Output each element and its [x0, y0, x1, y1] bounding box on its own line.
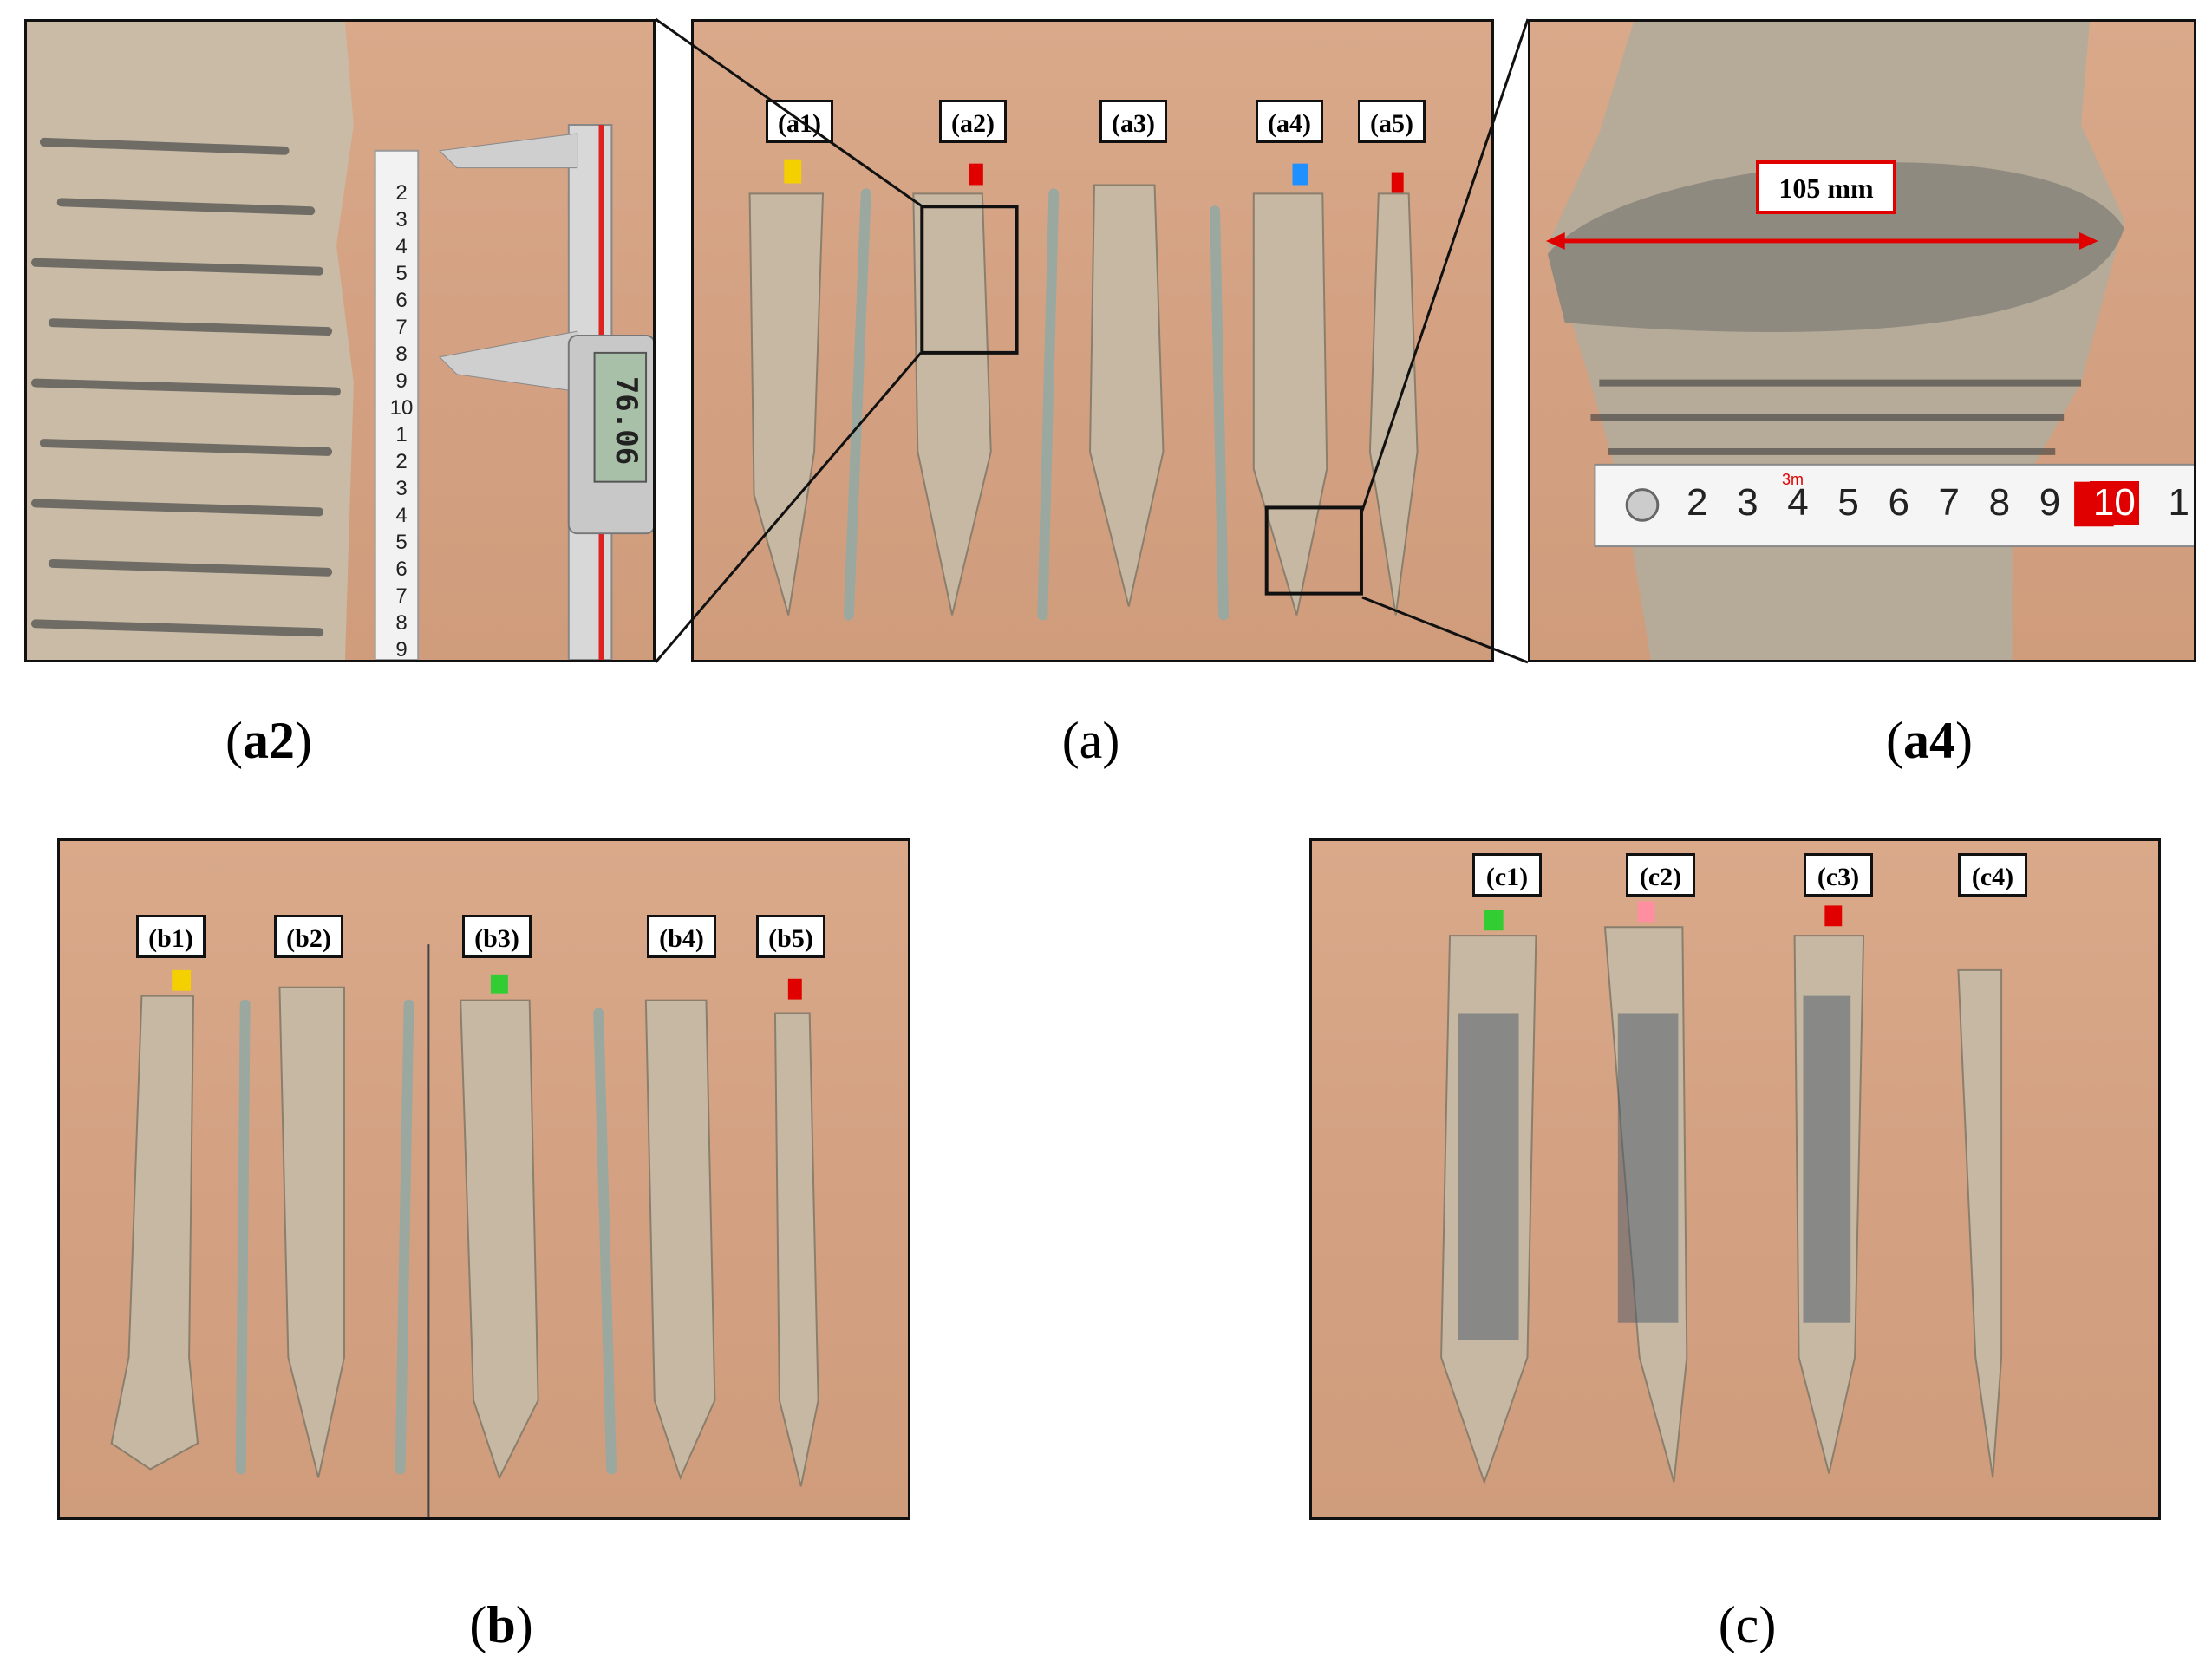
inset-a4-photo: 105 mm 2 3 4 5 6 7 8 9 10 1 3m [1528, 19, 2196, 662]
ruler-number: 1 [395, 423, 408, 447]
caption-c: (c) [1718, 1596, 1777, 1653]
label-a1: (a1) [766, 100, 833, 143]
tape-number: 2 [1687, 481, 1708, 524]
ruler-number: 2 [395, 181, 408, 205]
label-a5: (a5) [1358, 100, 1426, 143]
panel-c-illustration [1440, 901, 2003, 1485]
tape-number: 3 [1737, 481, 1759, 524]
tape-number: 5 [1837, 481, 1859, 524]
tape-number: 4 [1787, 481, 1809, 524]
ruler-number: 10 [389, 396, 414, 420]
tape-number: 8 [1988, 481, 2011, 524]
caption-a4-text: a4 [1903, 712, 1955, 769]
ruler-number: 9 [395, 369, 408, 393]
panel-c-photo: (c1) (c2) (c3) (c4) [1309, 838, 2161, 1520]
ruler-number: 8 [395, 342, 408, 366]
ruler-number: 8 [395, 611, 408, 635]
label-b2: (b2) [274, 915, 343, 958]
tape-number: 7 [1938, 481, 1961, 524]
label-a4: (a4) [1256, 100, 1323, 143]
ruler-number: 7 [395, 584, 408, 608]
ruler-number: 4 [395, 504, 408, 527]
inset-a2-illustration [27, 22, 653, 660]
label-c4: (c4) [1958, 853, 2027, 897]
panel-b-illustration [110, 944, 819, 1517]
caption-a: (a) [1061, 712, 1120, 769]
ruler-number: 6 [395, 289, 408, 312]
tape-number: 9 [2039, 481, 2061, 524]
ruler-number: 2 [395, 450, 408, 473]
label-b4: (b4) [647, 915, 716, 958]
caption-b-text: b [486, 1596, 516, 1653]
tape-numbers: 2 3 4 5 6 7 8 9 10 1 [1687, 481, 2189, 525]
label-a2: (a2) [939, 100, 1007, 143]
tape-unit: 3m [1782, 471, 1804, 488]
dimension-label-105mm: 105 mm [1756, 160, 1896, 214]
ruler-numbers: 2 3 4 5 6 7 8 9 10 1 2 3 4 5 6 7 8 9 [384, 179, 419, 662]
label-b5: (b5) [756, 915, 825, 958]
caption-a-text: a [1079, 712, 1103, 769]
ruler-number: 3 [395, 208, 408, 232]
caption-a2-text: a2 [243, 712, 295, 769]
ruler-number: 5 [395, 262, 408, 285]
inset-a4-illustration [1545, 22, 2194, 660]
caption-a2: (a2) [225, 712, 312, 769]
label-b1: (b1) [136, 915, 206, 958]
ruler-number: 6 [395, 558, 408, 581]
caption-b: (b) [469, 1596, 533, 1653]
panel-a-photo: (a1) (a2) (a3) (a4) (a5) [691, 19, 1494, 662]
ruler-number: 5 [395, 531, 408, 554]
ruler-number: 4 [395, 235, 408, 258]
label-c3: (c3) [1804, 853, 1873, 897]
label-b3: (b3) [462, 915, 532, 958]
inset-a2-photo: 2 3 4 5 6 7 8 9 10 1 2 3 4 5 6 7 8 9 76.… [24, 19, 656, 662]
ruler-number: 3 [395, 477, 408, 500]
caliper-reading: 76.06 [609, 375, 644, 466]
caption-a4: (a4) [1886, 712, 1973, 769]
tape-number: 10 [2089, 481, 2139, 525]
label-c1: (c1) [1472, 853, 1542, 897]
tape-number: 1 [2168, 481, 2189, 524]
panel-b-photo: (b1) (b2) (b3) (b4) (b5) [57, 838, 910, 1520]
ruler-number: 9 [395, 638, 408, 662]
label-a3: (a3) [1099, 100, 1167, 143]
caption-c-text: c [1735, 1596, 1759, 1653]
tape-number: 6 [1888, 481, 1909, 524]
ruler-number: 7 [395, 316, 408, 339]
label-c2: (c2) [1626, 853, 1695, 897]
